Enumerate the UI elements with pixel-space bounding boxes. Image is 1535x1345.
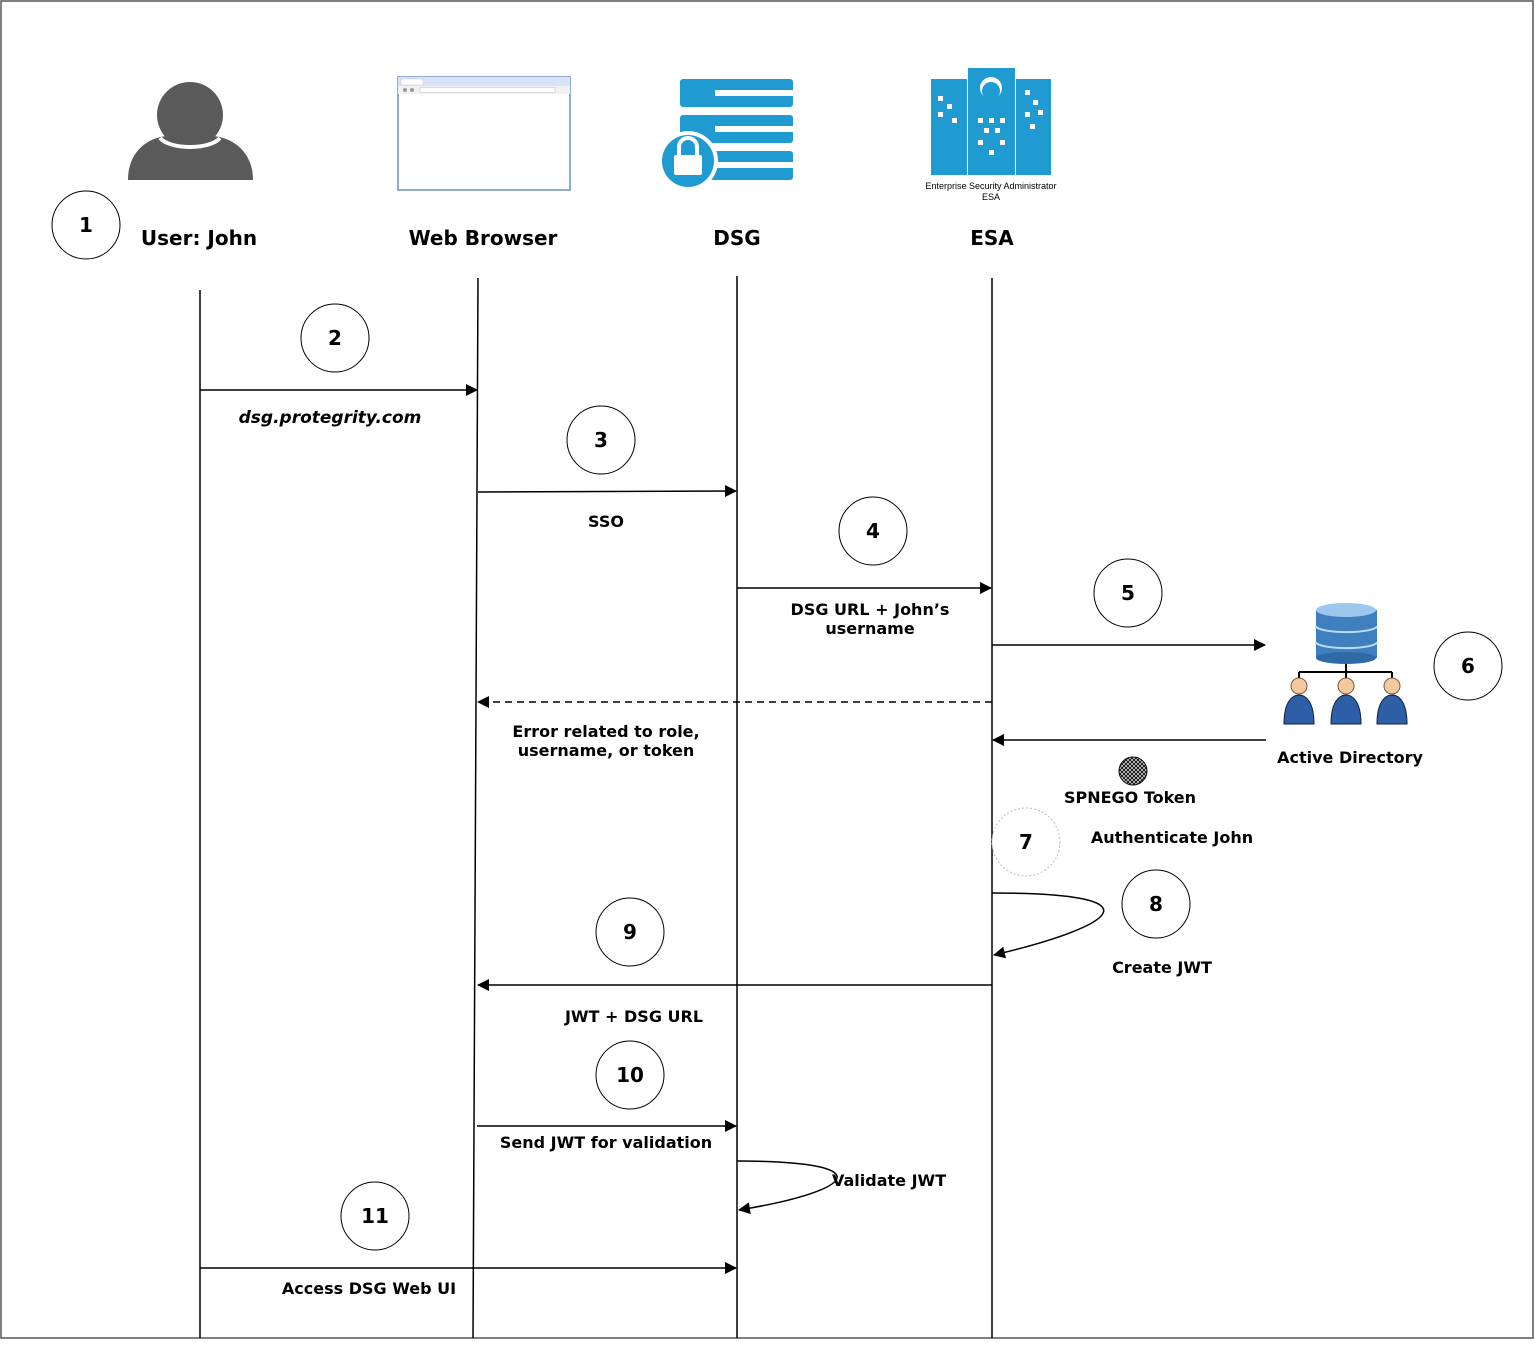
esa-caption-line1: Enterprise Security Administrator: [925, 181, 1056, 191]
step-1: 1: [51, 190, 121, 260]
svg-text:1: 1: [79, 213, 93, 237]
msg-error-line2: username, or token: [518, 741, 695, 760]
svg-text:2: 2: [328, 326, 342, 350]
msg-access-dsg-web-ui: Access DSG Web UI: [282, 1279, 456, 1298]
msg-sso: SSO: [588, 512, 624, 531]
step-7: 7: [991, 807, 1061, 877]
lifeline-browser: [472, 277, 479, 1339]
step-4: 4: [838, 496, 908, 566]
msg-error-line1: Error related to role,: [512, 722, 699, 741]
svg-text:3: 3: [594, 428, 608, 452]
actor-browser-label: Web Browser: [409, 226, 558, 250]
arrow-esa-self-create-jwt: [991, 892, 1105, 959]
browser-window-icon: [397, 76, 571, 191]
step-9: 9: [595, 897, 665, 967]
svg-text:10: 10: [616, 1063, 644, 1087]
svg-text:9: 9: [623, 920, 637, 944]
msg-dsg-url: dsg.protegrity.com: [239, 408, 422, 428]
msg-create-jwt: Create JWT: [1112, 958, 1212, 977]
msg-jwt-dsg-url: JWT + DSG URL: [564, 1007, 703, 1026]
msg-authenticate-john: Authenticate John: [1091, 828, 1253, 847]
actor-user-label: User: John: [141, 226, 257, 250]
step-11: 11: [340, 1181, 410, 1251]
svg-text:6: 6: [1461, 654, 1475, 678]
esa-caption-line2: ESA: [982, 192, 1000, 202]
building-icon: [931, 68, 1051, 175]
svg-text:4: 4: [866, 519, 880, 543]
msg-dsg-url-username-line2: username: [825, 619, 915, 638]
person-icon: [128, 82, 253, 180]
svg-text:7: 7: [1019, 830, 1033, 854]
step-8: 8: [1121, 869, 1191, 939]
msg-spnego-token: SPNEGO Token: [1064, 788, 1196, 807]
arrow-browser-to-dsg: [477, 485, 737, 498]
step-10: 10: [595, 1040, 665, 1110]
actor-esa-label: ESA: [970, 226, 1014, 250]
actor-ad-label: Active Directory: [1277, 748, 1423, 767]
database-users-icon: [1283, 603, 1408, 725]
svg-text:5: 5: [1121, 581, 1135, 605]
step-3: 3: [566, 405, 636, 475]
svg-text:8: 8: [1149, 892, 1163, 916]
step-5: 5: [1093, 558, 1163, 628]
msg-send-jwt: Send JWT for validation: [500, 1133, 712, 1152]
arrow-dsg-self-validate: [736, 1160, 838, 1215]
spnego-token-icon: [1118, 756, 1148, 786]
msg-validate-jwt: Validate JWT: [832, 1171, 946, 1190]
svg-text:11: 11: [361, 1204, 389, 1228]
actor-dsg-label: DSG: [713, 226, 760, 250]
msg-dsg-url-username-line1: DSG URL + John’s: [791, 600, 950, 619]
step-6: 6: [1433, 631, 1503, 701]
step-2: 2: [300, 303, 370, 373]
server-lock-icon: [658, 79, 793, 191]
